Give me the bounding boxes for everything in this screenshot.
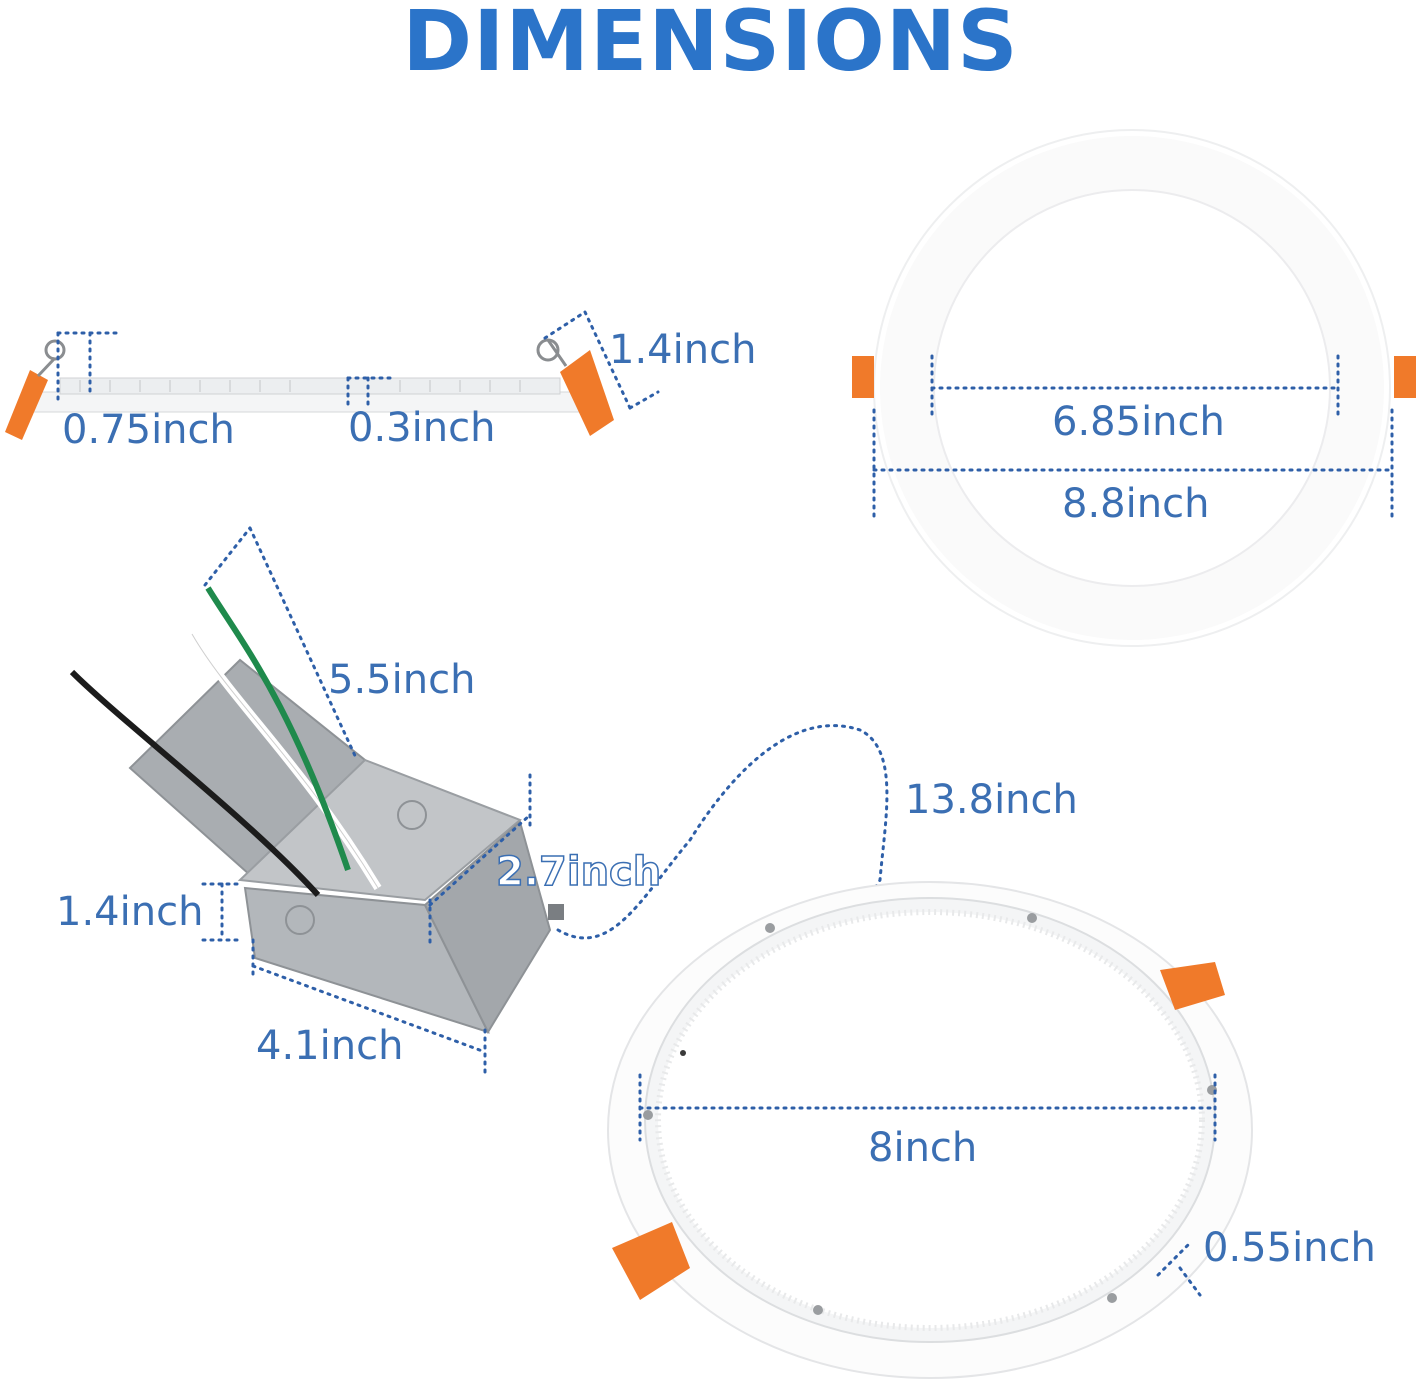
back-right-clip-icon [1160, 962, 1225, 1010]
outer-diameter-label: 8.8inch [1062, 481, 1210, 527]
back-view-panel [607, 881, 1253, 1379]
box-height-label: 1.4inch [56, 889, 204, 935]
back-left-clip-icon [612, 1222, 690, 1300]
front-left-clip-icon [852, 356, 874, 398]
side-view-panel [5, 338, 614, 440]
connector-icon [548, 904, 564, 920]
side-clip-label: 1.4inch [609, 327, 757, 373]
side-view-guides [56, 310, 660, 412]
box-width-label: 2.7inch [495, 848, 662, 896]
box-length-label: 4.1inch [256, 1023, 404, 1069]
back-diameter-label: 8inch [868, 1125, 978, 1171]
cable-length-label: 13.8inch [905, 777, 1078, 823]
junction-box [69, 586, 564, 1035]
left-clip-icon [5, 370, 48, 440]
back-view-guides [638, 1073, 1217, 1297]
junction-box-guides [201, 526, 532, 1077]
right-clip-icon [560, 350, 614, 436]
side-gap-label: 0.3inch [348, 405, 496, 451]
inner-diameter-label: 6.85inch [1052, 399, 1225, 445]
cable-guides [556, 724, 889, 1012]
black-wire-icon [69, 669, 321, 898]
back-thickness-label: 0.55inch [1203, 1225, 1376, 1271]
green-wire-icon [205, 586, 351, 871]
wire-length-label: 5.5inch [328, 657, 476, 703]
front-view-guides [872, 354, 1394, 522]
side-height-label: 0.75inch [62, 407, 235, 453]
front-right-clip-icon [1394, 356, 1416, 398]
page-title: DIMENSIONS [402, 0, 1019, 90]
